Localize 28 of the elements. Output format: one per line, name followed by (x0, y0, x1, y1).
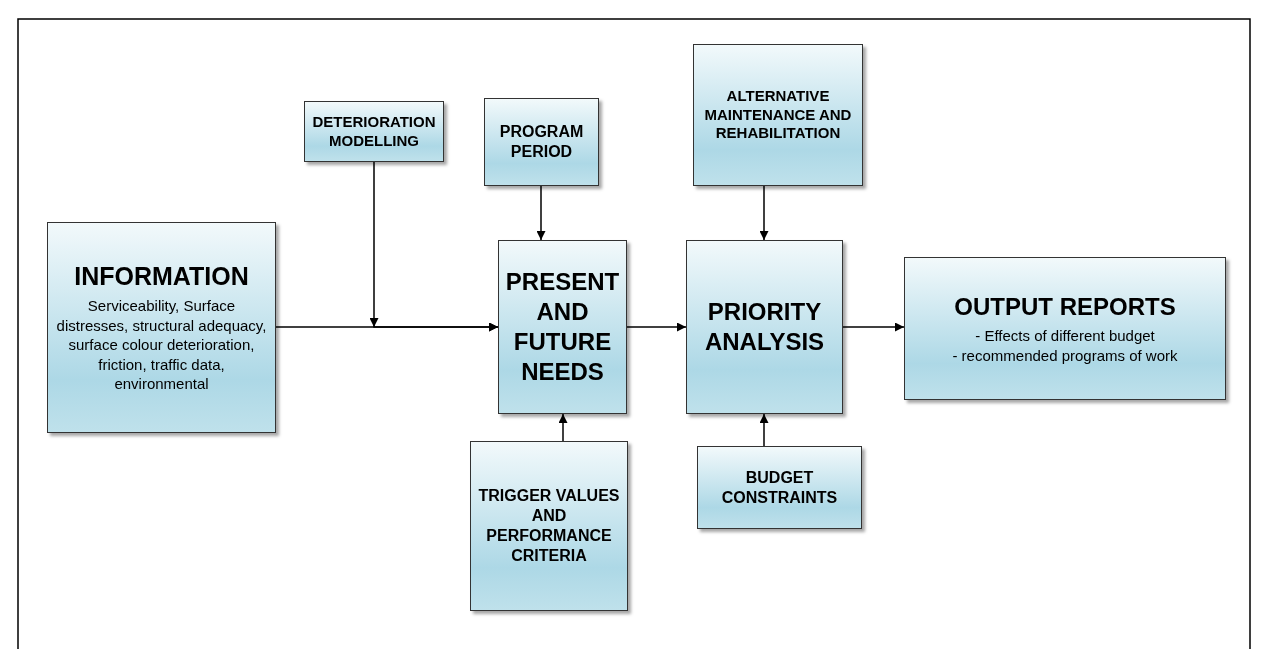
box-heading: PRIORITY ANALYSIS (703, 297, 826, 357)
process-box (697, 446, 862, 529)
box-heading: OUTPUT REPORTS (954, 292, 1176, 322)
arrow (759, 185, 769, 241)
box-heading: ALTERNATIVE MAINTENANCE AND REHABILITATION (703, 86, 853, 144)
process-box (470, 441, 628, 611)
box-heading: BUDGET CONSTRAINTS (720, 467, 839, 508)
box-heading: PROGRAM PERIOD (498, 122, 585, 162)
arrow (370, 161, 499, 332)
box-text: - Effects of different budget (975, 326, 1155, 346)
process-box (686, 240, 843, 414)
arrow (626, 322, 687, 332)
process-box (47, 222, 276, 433)
box-heading: PRESENT AND FUTURE NEEDS (504, 267, 621, 387)
box-text: - recommended programs of work (952, 345, 1178, 365)
arrow (536, 185, 546, 241)
box-heading: INFORMATION (74, 261, 249, 293)
process-box (484, 98, 599, 186)
process-box (693, 44, 863, 186)
arrow (759, 413, 769, 447)
arrow (558, 413, 568, 442)
box-heading: TRIGGER VALUES AND PERFORMANCE CRITERIA (477, 486, 621, 566)
process-box (904, 257, 1226, 400)
box-heading: DETERIORATION MODELLING (311, 112, 437, 151)
arrow (842, 322, 905, 332)
process-box (304, 101, 444, 162)
box-text: Serviceability, Surface distresses, structural adequacy, surface colour deterioration, friction, traffic data, environmental (55, 296, 268, 394)
process-box (498, 240, 627, 414)
